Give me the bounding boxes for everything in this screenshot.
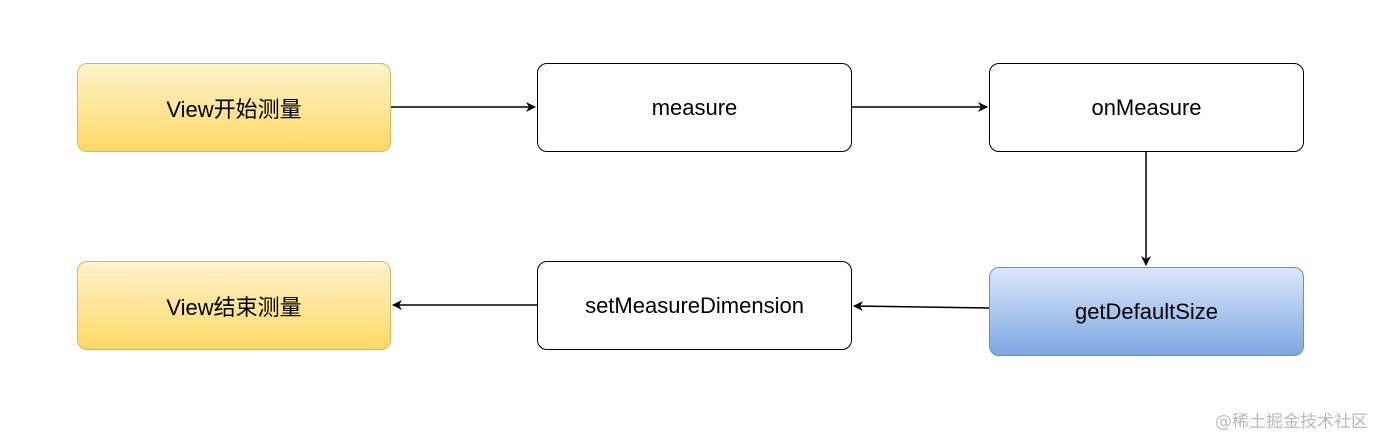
node-get-default-size: getDefaultSize [989,267,1304,356]
node-get-default-size-label: getDefaultSize [1074,298,1219,324]
node-view-start-label: View开始测量 [166,96,302,122]
node-view-end-label: View结束测量 [166,294,302,320]
node-measure-label: measure [651,94,738,120]
edge-getdefaultsize-to-setmeasuredimension [853,301,990,312]
node-on-measure: onMeasure [989,63,1304,152]
node-set-measure-dimension: setMeasureDimension [537,261,852,350]
node-view-start: View开始测量 [77,63,391,152]
node-measure: measure [537,63,852,152]
node-view-end: View结束测量 [77,261,391,350]
node-set-measure-dimension-label: setMeasureDimension [585,292,804,318]
node-on-measure-label: onMeasure [1091,94,1202,120]
watermark-text: @稀土掘金技术社区 [1215,412,1368,432]
